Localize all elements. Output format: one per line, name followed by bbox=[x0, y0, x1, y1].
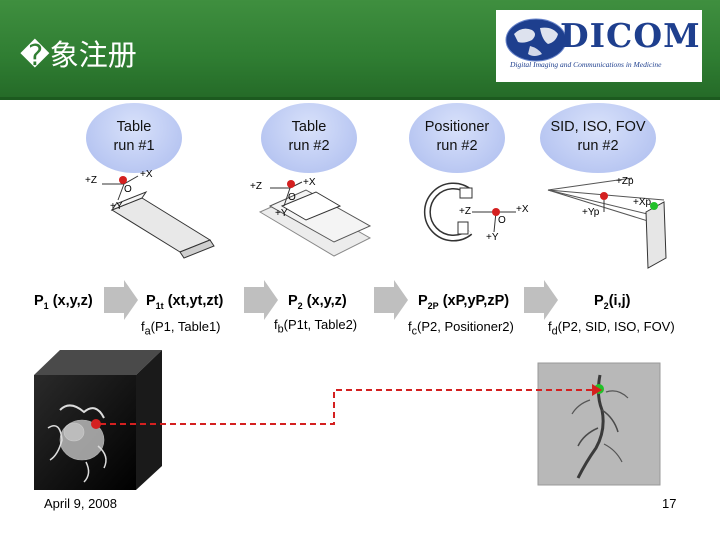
dicom-logo: DICOM Digital Imaging and Communications… bbox=[496, 10, 702, 82]
oval-line1: Positioner bbox=[424, 119, 490, 135]
logo-wordmark: DICOM bbox=[560, 16, 701, 55]
sid-axis-zp: +Zp bbox=[616, 176, 634, 187]
positioner-point-marker bbox=[492, 208, 500, 216]
t1-axis-y: +Y bbox=[110, 201, 123, 212]
oval-line1: SID, ISO, FOV bbox=[550, 119, 646, 135]
t1-origin: O bbox=[124, 184, 132, 195]
oval-line2: run #2 bbox=[288, 138, 330, 154]
logo-tagline: Digital Imaging and Communications in Me… bbox=[510, 60, 662, 69]
volume-point-marker bbox=[91, 419, 101, 429]
pos-origin: O bbox=[498, 215, 506, 226]
iso-point-marker bbox=[600, 192, 608, 200]
oval-line2: run #2 bbox=[436, 138, 478, 154]
t1-axis-x: +X bbox=[140, 169, 153, 180]
pos-axis-z: +Z bbox=[459, 206, 471, 217]
detector-point-marker bbox=[650, 202, 658, 210]
t1-axis-z: +Z bbox=[85, 175, 97, 186]
angiogram-image bbox=[537, 362, 661, 486]
stage-p2: P2 (x,y,z) bbox=[288, 293, 347, 311]
table2-point-marker bbox=[287, 180, 295, 188]
function-fa: fa(P1, Table1) bbox=[141, 319, 221, 338]
table1-diagram bbox=[102, 175, 215, 259]
oval-table-run1: Table run #1 bbox=[86, 103, 182, 173]
process-arrows bbox=[104, 280, 558, 320]
oval-table-run2: Table run #2 bbox=[261, 103, 357, 173]
t2-axis-x: +X bbox=[303, 177, 316, 188]
function-fc: fc(P2, Positioner2) bbox=[408, 319, 514, 338]
footer-page-number: 17 bbox=[662, 496, 677, 511]
footer-date: April 9, 2008 bbox=[44, 496, 117, 511]
pos-axis-y: +Y bbox=[486, 232, 499, 243]
slide-title: �象注册 bbox=[20, 38, 137, 72]
function-fd: fd(P2, SID, ISO, FOV) bbox=[548, 319, 675, 338]
stage-p1: P1 (x,y,z) bbox=[34, 293, 93, 311]
table1-point-marker bbox=[119, 176, 127, 184]
oval-line2: run #1 bbox=[113, 138, 155, 154]
function-fb: fb(P1t, Table2) bbox=[274, 317, 358, 336]
oval-sid-run2: SID, ISO, FOV run #2 bbox=[540, 103, 656, 173]
sid-axis-xp: +Xp bbox=[633, 197, 652, 208]
stage-p1t: P1t (xt,yt,zt) bbox=[146, 293, 224, 311]
vessel-render bbox=[47, 404, 107, 483]
stage-p2p: P2P (xP,yP,zP) bbox=[418, 293, 510, 311]
oval-line1: Table bbox=[291, 119, 327, 135]
oval-line1: Table bbox=[116, 119, 152, 135]
sid-diagram bbox=[547, 177, 667, 269]
globe-icon bbox=[505, 18, 567, 62]
mapping-path bbox=[100, 389, 592, 425]
pos-axis-x: +X bbox=[516, 204, 529, 215]
t2-axis-z: +Z bbox=[250, 181, 262, 192]
volume-cube-image bbox=[34, 350, 162, 490]
oval-positioner-run2: Positioner run #2 bbox=[409, 103, 505, 173]
sid-axis-yp: +Yp bbox=[582, 207, 600, 218]
t2-axis-y: +Y bbox=[275, 208, 288, 219]
title-bar-rule bbox=[0, 97, 720, 100]
positioner-diagram bbox=[423, 182, 516, 242]
oval-line2: run #2 bbox=[577, 138, 619, 154]
table2-diagram bbox=[258, 180, 372, 257]
detector-plane bbox=[645, 201, 667, 269]
t2-origin: O bbox=[288, 192, 296, 203]
stage-p2ij: P2(i,j) bbox=[594, 293, 631, 311]
mapping-path-arrowhead bbox=[592, 384, 602, 396]
